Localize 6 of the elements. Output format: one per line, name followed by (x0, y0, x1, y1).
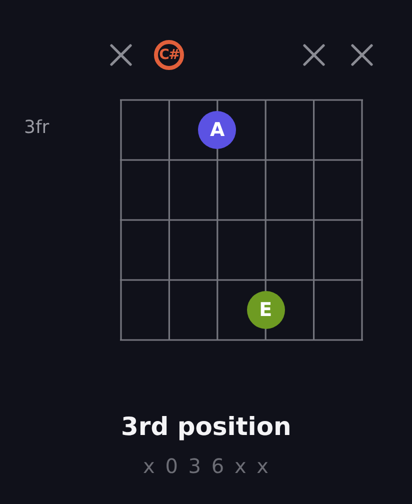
fret-number: 3fr (24, 118, 50, 138)
note-dot: E (246, 291, 285, 329)
fingering-text: x 0 3 6 x x (143, 455, 270, 477)
chord-title: 3rd position (121, 413, 292, 440)
note-dot: A (198, 111, 236, 149)
open-string-marker: C# (154, 40, 184, 70)
